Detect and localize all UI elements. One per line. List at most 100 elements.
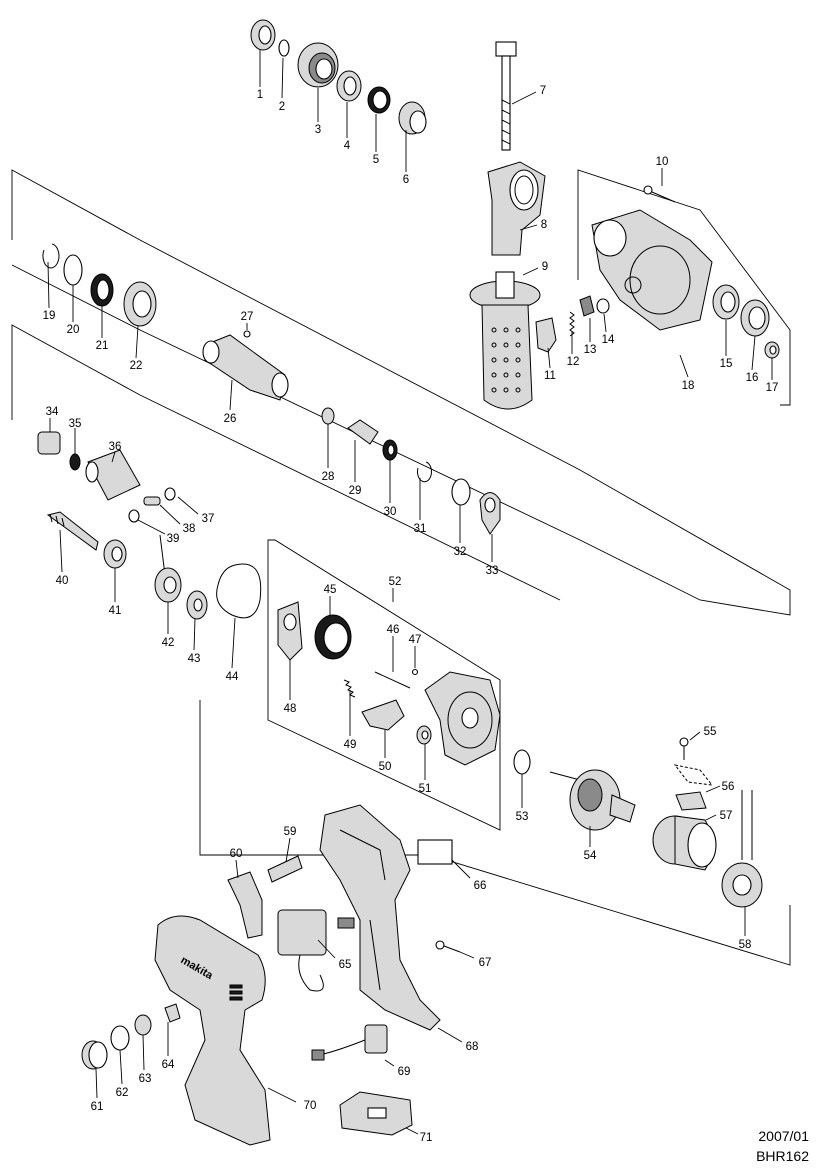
part-6-shape: [398, 101, 427, 135]
part-number-labels: 1 2 3 4 5 6 7 8 9 10 11 12 13 14 15 16 1…: [43, 85, 779, 1144]
part-label-18: 18: [682, 380, 695, 392]
part-label-7: 7: [540, 85, 546, 97]
part-label-67: 67: [479, 957, 492, 969]
part-68-shape: [319, 804, 441, 1031]
diagram-date: 2007/01: [758, 1128, 809, 1144]
part-label-44: 44: [226, 671, 239, 683]
part-label-37: 37: [202, 513, 215, 525]
part-label-5: 5: [373, 154, 379, 166]
part-56-shape: [673, 764, 714, 811]
part-21-shape: [90, 273, 114, 307]
part-label-71: 71: [420, 1132, 433, 1144]
part-60-shape: [227, 871, 263, 939]
part-3-shape: [297, 42, 339, 88]
part-label-39: 39: [167, 533, 180, 545]
part-64-shape: [164, 1003, 181, 1023]
part-44-shape: [216, 563, 262, 619]
part-label-27: 27: [241, 311, 254, 323]
part-62-shape: [110, 1025, 130, 1051]
part-label-51: 51: [419, 783, 432, 795]
part-label-20: 20: [67, 324, 80, 336]
part-label-13: 13: [584, 344, 597, 356]
part-27-shape: [243, 330, 251, 338]
part-63-shape: [134, 1014, 152, 1036]
part-label-66: 66: [474, 880, 487, 892]
part-label-30: 30: [384, 506, 397, 518]
part-45-shape: [314, 614, 352, 660]
part-69-shape: [311, 1024, 388, 1061]
part-label-59: 59: [284, 826, 297, 838]
part-47-shape: [411, 668, 419, 676]
part-48-shape: [277, 601, 303, 661]
part-35-shape: [69, 453, 81, 471]
part-4-shape: [336, 70, 362, 102]
part-label-36: 36: [109, 441, 122, 453]
part-label-31: 31: [414, 523, 427, 535]
part-label-47: 47: [409, 634, 422, 646]
part-label-11: 11: [544, 370, 556, 382]
part-label-22: 22: [130, 360, 143, 372]
part-28-shape: [321, 407, 335, 425]
part-label-35: 35: [69, 418, 82, 430]
part-label-38: 38: [183, 523, 196, 535]
part-label-16: 16: [746, 372, 759, 384]
part-20-shape: [63, 254, 83, 286]
part-label-43: 43: [188, 653, 201, 665]
part-label-53: 53: [516, 811, 529, 823]
part-label-61: 61: [91, 1101, 104, 1113]
part-label-60: 60: [230, 848, 243, 860]
part-label-58: 58: [739, 939, 752, 951]
part-19-shape: [42, 243, 60, 269]
part-15-shape: [712, 284, 740, 320]
part-12-shape: [569, 311, 575, 337]
part-37-shape: [164, 487, 176, 501]
part-label-65: 65: [339, 959, 352, 971]
part-31-shape: [417, 461, 432, 483]
part-label-4: 4: [344, 140, 351, 152]
part-label-48: 48: [284, 703, 297, 715]
part-61-shape: [81, 1040, 108, 1070]
part-54-shape: [549, 769, 636, 831]
part-5-shape: [367, 86, 391, 114]
part-label-40: 40: [56, 575, 69, 587]
part-label-10: 10: [656, 156, 669, 168]
part-46-shape: [374, 671, 411, 689]
part-66-shape: [417, 839, 453, 865]
part-65-shape: [277, 909, 355, 992]
part-53-shape: [513, 749, 531, 775]
part-label-8: 8: [541, 219, 547, 231]
part-39-shape: [128, 509, 140, 523]
part-label-29: 29: [349, 485, 362, 497]
part-51-shape: [416, 725, 432, 745]
part-50-shape: [361, 699, 405, 731]
frame-motor-housing: [267, 539, 501, 831]
part-label-56: 56: [722, 781, 735, 793]
part-2-shape: [278, 39, 290, 57]
part-label-46: 46: [387, 624, 400, 636]
part-label-3: 3: [315, 124, 321, 136]
frame-gear-assembly: [11, 324, 561, 601]
part-58-shape: [721, 790, 763, 908]
part-label-41: 41: [109, 605, 122, 617]
part-label-34: 34: [46, 406, 59, 418]
part-29-shape: [347, 419, 379, 445]
part-label-15: 15: [720, 358, 733, 370]
part-label-57: 57: [720, 810, 733, 822]
part-label-42: 42: [162, 637, 175, 649]
part-42-shape: [154, 534, 182, 603]
frame-gear-housing: [577, 169, 791, 406]
part-7-shape: [495, 41, 517, 151]
part-43-shape: [186, 590, 208, 620]
part-40-shape: [46, 511, 99, 551]
part-label-45: 45: [324, 584, 337, 596]
part-1-shape: [250, 19, 276, 51]
part-14-shape: [596, 298, 610, 314]
part-label-64: 64: [162, 1059, 175, 1071]
part-label-54: 54: [584, 850, 597, 862]
part-16-shape: [740, 299, 770, 337]
part-label-6: 6: [403, 174, 409, 186]
part-17-shape: [764, 341, 780, 359]
part-label-17: 17: [766, 382, 779, 394]
part-34-shape: [37, 431, 61, 455]
part-71-shape: [339, 1091, 413, 1136]
